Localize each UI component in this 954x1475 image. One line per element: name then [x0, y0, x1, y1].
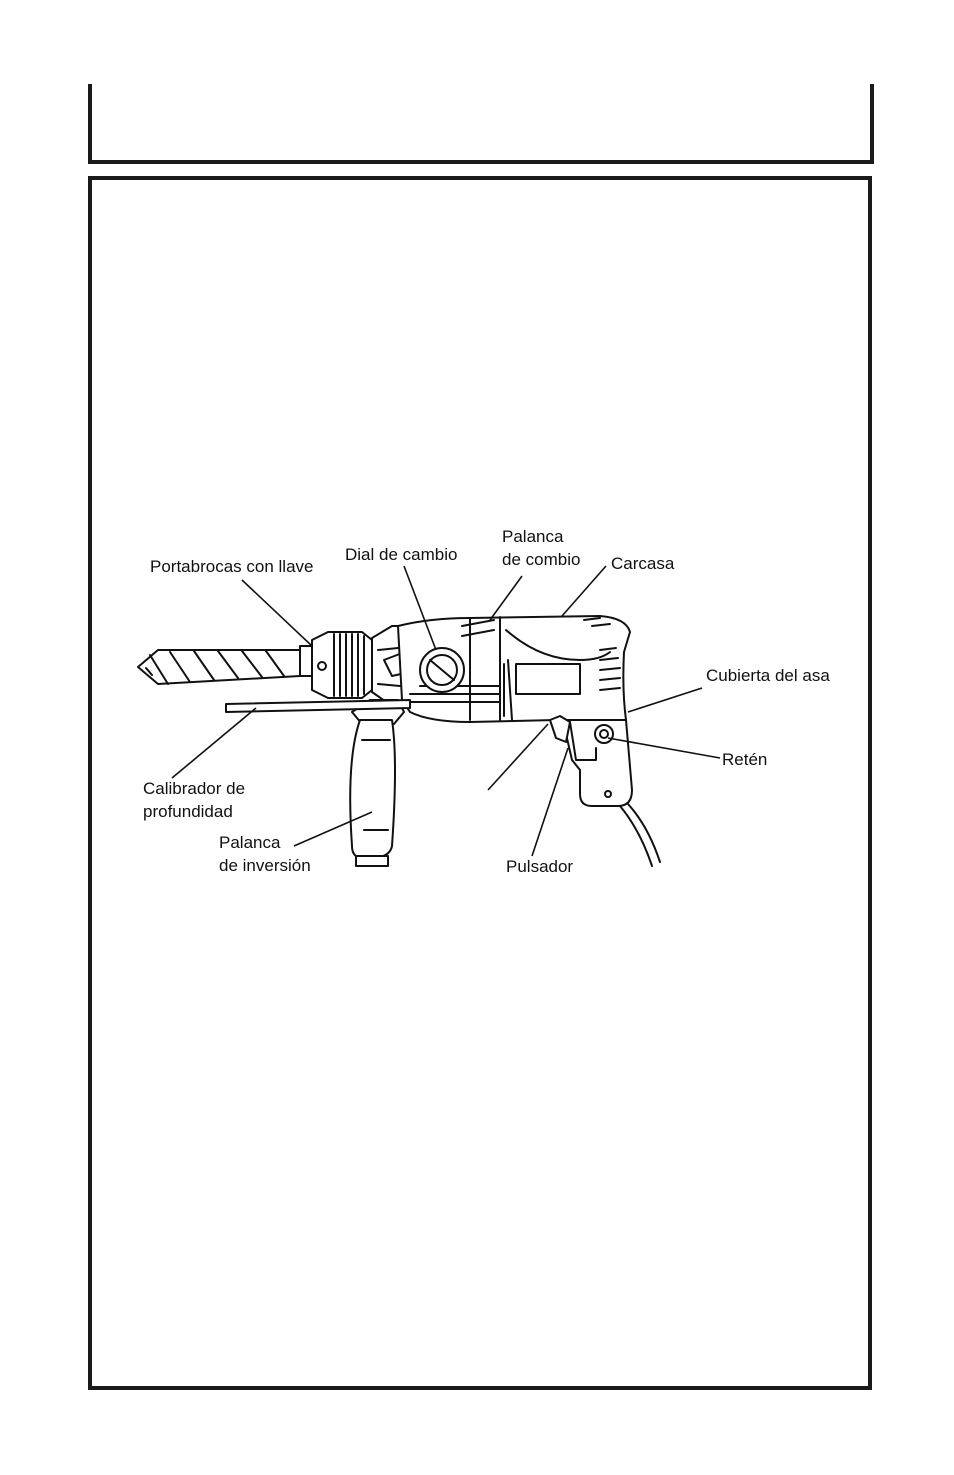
header-frame	[88, 84, 874, 164]
leader-trigger	[487, 723, 549, 791]
content-frame	[88, 176, 872, 1390]
label-palanca-combio-2: de combio	[502, 550, 581, 569]
label-reten: Retén	[722, 750, 768, 769]
label-calibrador-2: profundidad	[143, 802, 233, 821]
selector-dial	[419, 647, 465, 693]
leader-palanca-inversion	[293, 811, 373, 847]
leader-pulsador	[531, 747, 569, 857]
leader-calibrador	[171, 707, 257, 779]
leader-dial	[403, 565, 437, 651]
label-portabrocas: Portabrocas con llave	[150, 557, 314, 576]
leader-palanca-combio	[489, 575, 523, 621]
body	[397, 615, 631, 723]
side-handle	[349, 699, 405, 867]
label-calibrador-1: Calibrador de	[143, 779, 246, 798]
leader-portabrocas	[241, 579, 313, 647]
label-cubierta: Cubierta del asa	[706, 666, 830, 685]
leader-cubierta	[627, 687, 703, 713]
leader-reten	[607, 737, 721, 759]
label-palanca-inversion-2: de inversión	[219, 856, 311, 875]
label-palanca-combio-1: Palanca	[502, 527, 564, 546]
chuck	[299, 631, 373, 699]
label-pulsador: Pulsador	[506, 857, 574, 876]
drill-bit	[137, 649, 301, 685]
label-dial: Dial de cambio	[345, 545, 458, 564]
label-carcasa: Carcasa	[611, 554, 675, 573]
label-palanca-inversion-1: Palanca	[219, 833, 281, 852]
pistol-grip	[555, 719, 661, 867]
leader-carcasa	[561, 565, 607, 617]
